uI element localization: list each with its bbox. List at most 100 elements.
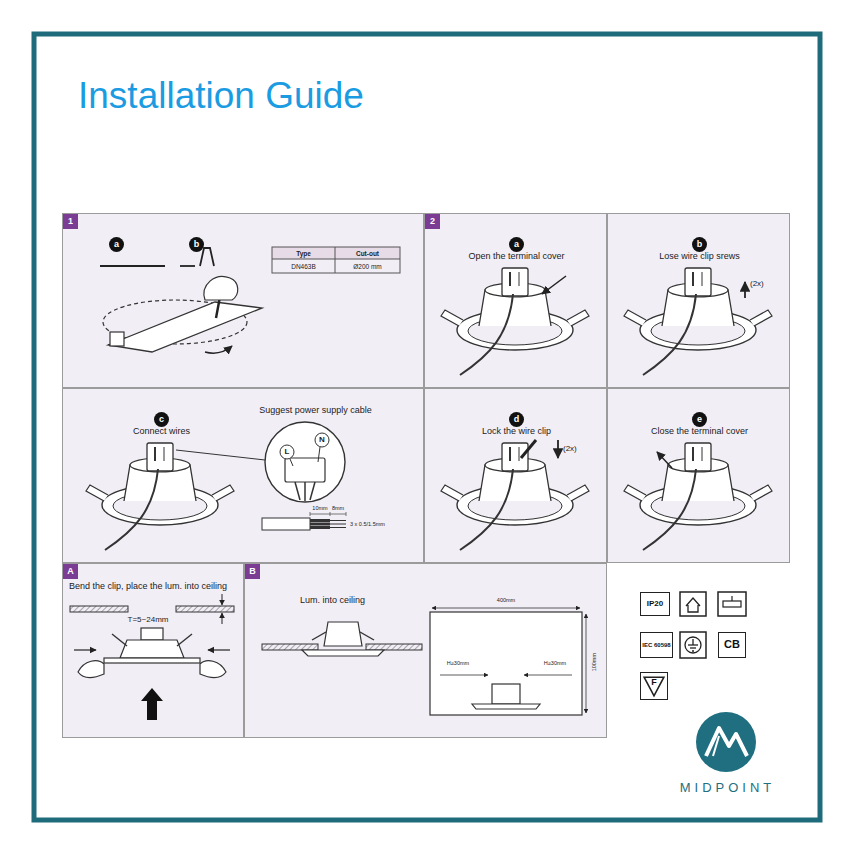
step-tab: 2: [425, 214, 440, 229]
dimension: H≥30mm: [436, 660, 480, 666]
step-panel: Lock the wire clipd: [424, 388, 607, 563]
terminal-zoom: [315, 433, 329, 447]
symbol-text: d: [514, 415, 520, 424]
ceiling-drawing: [586, 614, 587, 713]
panel-ground: [62, 563, 607, 738]
dimension: 10mm: [306, 505, 334, 511]
luminaire-drawing: [86, 443, 234, 550]
mounting-drawing: [141, 628, 163, 640]
dimension: 100mm: [591, 640, 597, 684]
cable-strip: [330, 527, 346, 528]
cable-strip: [262, 518, 310, 530]
safety-icons: [680, 592, 746, 658]
step-caption: Suggest power supply cable: [228, 405, 403, 416]
cert-icon: IEC 60598: [640, 632, 673, 658]
safety-icons: [688, 644, 698, 645]
cable-strip: [346, 512, 347, 516]
step-letter: e: [692, 412, 707, 427]
table-cell: Cut-out: [335, 248, 400, 259]
symbol-text: b: [697, 240, 703, 249]
ceiling-drawing: [492, 684, 520, 704]
cable-strip: [310, 519, 330, 522]
luminaire-drawing: [460, 469, 513, 550]
luminaire-drawing: [441, 443, 589, 525]
brand-logo: [706, 728, 747, 756]
luminaire-drawing: [624, 268, 772, 375]
step-panel: Connect wires Suggest power supply cable c: [62, 388, 424, 563]
cert-icon: CB: [718, 632, 746, 658]
cable-strip: [310, 514, 346, 515]
safety-icons: [723, 601, 741, 607]
step-caption: Lose wire clip srews: [618, 251, 781, 262]
safety-icons: [692, 650, 694, 651]
direction-arrow: [657, 452, 672, 468]
table-cell: Type: [272, 248, 335, 259]
table-grid: [272, 247, 400, 273]
mounting-drawing: [70, 594, 234, 720]
dimension: H≥30mm: [533, 660, 577, 666]
direction-arrow: [557, 440, 559, 458]
table-cell: DN463B: [272, 261, 335, 272]
ceiling-drawing: [360, 632, 374, 640]
mounting-drawing: [176, 606, 234, 612]
mounting-drawing: [177, 634, 192, 646]
safety-icons: [690, 647, 696, 648]
ceiling-drawing: [524, 675, 572, 676]
mounting-drawing: [222, 594, 223, 605]
symbol-text: IEC 60598: [642, 642, 670, 648]
panel-ground: [62, 213, 790, 563]
step-letter: a: [109, 237, 124, 252]
cutout-drawing: [100, 248, 262, 353]
cutout-drawing: [108, 302, 262, 352]
symbol-text: IP20: [647, 600, 663, 608]
step-caption: Bend the clip, place the lum. into ceili…: [69, 581, 241, 592]
table-grid: [272, 247, 400, 259]
luminaire-drawing: [643, 294, 696, 375]
step-tab: A: [63, 564, 78, 579]
cable-strip: [330, 520, 346, 521]
terminal-letter: L: [280, 445, 294, 459]
step-caption: Connect wires: [101, 426, 222, 437]
ceiling-drawing: [472, 704, 540, 709]
table-cell: Ø200 mm: [335, 261, 400, 272]
terminal-zoom: [318, 447, 320, 462]
luminaire-drawing: [441, 268, 589, 350]
terminal-letter: N: [315, 433, 329, 447]
step-panel: Close the terminal covere: [607, 388, 790, 563]
luminaire-drawing: [624, 443, 772, 550]
step-panel: BLum. into ceiling: [244, 563, 607, 738]
ceiling-drawing: [440, 675, 488, 676]
terminal-zoom: [290, 459, 293, 466]
quantity-note: (2x): [750, 279, 780, 288]
zoom-leader: [176, 450, 265, 460]
step-tab: 1: [63, 214, 78, 229]
symbol-text: b: [194, 240, 200, 249]
symbol-text: c: [159, 415, 164, 424]
terminal-zoom: [295, 482, 300, 500]
symbol-text: F: [641, 678, 667, 687]
direction-arrow: [542, 276, 566, 294]
cable-strip: [310, 526, 330, 529]
brand-name: MIDPOINT: [645, 781, 810, 796]
terminal-zoom: [280, 445, 294, 459]
luminaire-drawing: [643, 469, 696, 550]
step-panel: A Bend the clip, place the lum. into ceil…: [62, 563, 244, 738]
step-caption: Close the terminal cover: [618, 426, 781, 437]
mounting-drawing: [200, 661, 226, 678]
safety-icons: [731, 596, 732, 601]
dimension: T=5~24mm: [108, 615, 188, 624]
terminal-zoom: [265, 422, 345, 502]
step-caption: Lum. into ceiling: [300, 595, 420, 606]
step-letter: d: [509, 412, 524, 427]
ceiling-drawing: [302, 650, 384, 656]
ceiling-drawing: [312, 632, 326, 640]
brand-logo: [713, 736, 719, 756]
mounting-drawing: [120, 640, 184, 658]
step-letter: a: [509, 237, 524, 252]
step-panel: Lose wire clip srews b: [607, 213, 790, 388]
step-panel: 2Open the terminal covera: [424, 213, 607, 388]
ceiling-drawing: [432, 608, 580, 609]
dimension: 400mm: [476, 597, 536, 603]
ceiling-drawing: [262, 644, 318, 650]
